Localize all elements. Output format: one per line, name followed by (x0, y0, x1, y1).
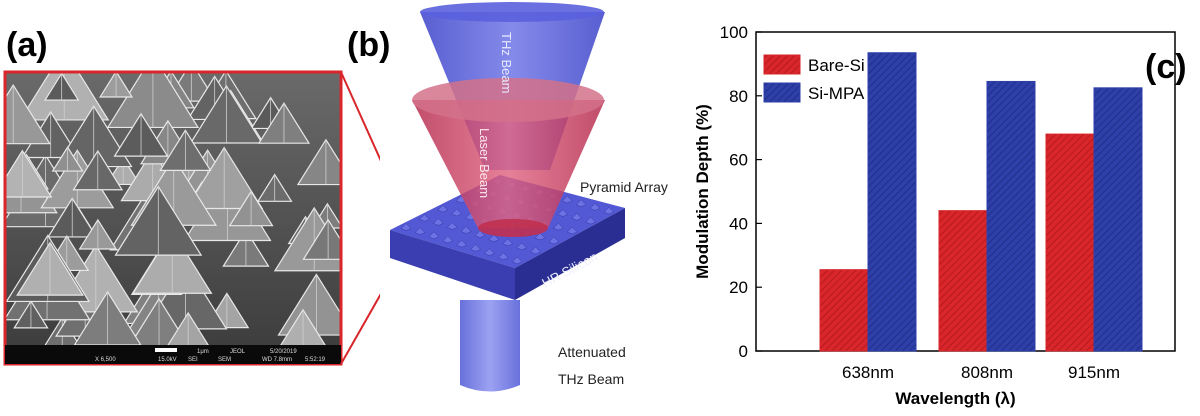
panel-a-sem-image: (a) 1μm JEOL 5/20/2019 X 6,500 15.0kV SE… (0, 0, 404, 411)
slab-pyramid (400, 223, 412, 231)
slab-pyramid (575, 199, 587, 207)
slab-pyramid (566, 226, 578, 235)
panel-b-schematic: (b) (340, 0, 680, 411)
bar-si-mpa-915nm (1093, 87, 1143, 352)
x-tick-label: 808nm (961, 363, 1013, 382)
slab-pyramid (460, 226, 472, 234)
slab-pyramid (414, 227, 426, 235)
thz-beam-label: THz Beam (499, 32, 514, 93)
sem-time: 5:52:19 (305, 357, 326, 363)
slab-pyramid (488, 234, 500, 242)
legend-swatch-bare-si (763, 54, 801, 75)
slab-pyramid (446, 222, 458, 230)
sem-date: 5/20/2019 (270, 349, 297, 355)
legend-label-bare-si: Bare-Si (808, 56, 865, 75)
sem-brand: JEOL (230, 349, 246, 355)
slab-pyramid (603, 206, 615, 215)
slab-pyramid (585, 216, 597, 225)
slab-pyramid (548, 236, 560, 245)
slab-pyramid (571, 212, 583, 221)
slab-pyramid (418, 213, 430, 222)
legend-swatch-si-mpa (763, 82, 801, 103)
thz-beam-top (420, 2, 604, 22)
slab-pyramid (502, 238, 514, 247)
attenuated-thz-label: THz Beam (558, 371, 624, 387)
slab-pyramid (589, 203, 601, 211)
silicon-slab-right (515, 208, 625, 300)
laser-spot (478, 219, 548, 237)
sem-scale-bar (155, 348, 177, 352)
laser-beam (412, 100, 605, 228)
panel-a-label: (a) (6, 26, 48, 64)
silicon-slab-left (390, 230, 515, 300)
sem-magnification: X 6,500 (95, 357, 116, 363)
bar-si-mpa-808nm (986, 80, 1036, 352)
panel-c-label: (c) (1145, 48, 1187, 86)
slab-pyramid (474, 230, 486, 238)
slab-pyramid (530, 246, 542, 255)
bar-bare-si-915nm (1045, 133, 1095, 352)
y-tick-label: 80 (729, 87, 748, 106)
laser-beam-label: Laser Beam (477, 128, 492, 198)
slab-pyramid (511, 256, 523, 265)
y-tick-label: 100 (720, 23, 748, 42)
slab-pyramid (470, 244, 482, 252)
x-tick-label: 638nm (842, 363, 894, 382)
slab-pyramid (451, 208, 463, 217)
y-tick-label: 0 (739, 342, 748, 361)
sem-pyramid-texture (5, 72, 341, 364)
sem-micrograph: 1μm JEOL 5/20/2019 X 6,500 15.0kV SEI SE… (3, 70, 404, 366)
bar-bare-si-808nm (938, 210, 988, 352)
sem-detector: SEI (188, 357, 198, 363)
bar-bare-si-638nm (819, 269, 869, 352)
slab-pyramid (497, 252, 509, 261)
sem-info-bar (5, 345, 341, 364)
attenuated-label: Attenuated (558, 344, 626, 360)
slab-pyramid (442, 235, 454, 244)
laser-beam-top (412, 78, 604, 122)
legend-label-si-mpa: Si-MPA (808, 84, 865, 103)
slab-pyramid (552, 222, 564, 231)
y-tick-label: 60 (729, 151, 748, 170)
y-tick-label: 20 (729, 278, 748, 297)
x-axis-label: Wavelength (λ) (895, 389, 1015, 408)
slab-pyramid (516, 242, 528, 251)
slab-pyramid (557, 209, 569, 217)
sem-wd: WD 7.8mm (262, 357, 292, 363)
slab-pyramid (432, 218, 444, 226)
slab-pyramid (534, 232, 546, 241)
y-tick-label: 40 (729, 214, 748, 233)
y-axis-label: Modulation Depth (%) (693, 104, 712, 279)
slab-pyramid (483, 248, 495, 256)
attenuated-beam (460, 300, 520, 392)
slab-pyramid (437, 204, 449, 213)
slab-pyramid (456, 239, 468, 248)
panel-b-label: (b) (347, 26, 391, 64)
sem-voltage: 15.0kV (158, 357, 177, 363)
x-tick-label: 915nm (1068, 363, 1120, 382)
slab-pyramid (428, 231, 440, 240)
sem-mode: SEM (218, 357, 231, 363)
schematic-diagram: THz Beam Laser Beam Pyramid Array HR Sil… (390, 2, 668, 392)
bar-si-mpa-638nm (867, 52, 917, 352)
sem-scale: 1μm (197, 349, 209, 355)
pyramid-array-label: Pyramid Array (580, 179, 668, 195)
slab-pyramid (561, 195, 573, 204)
